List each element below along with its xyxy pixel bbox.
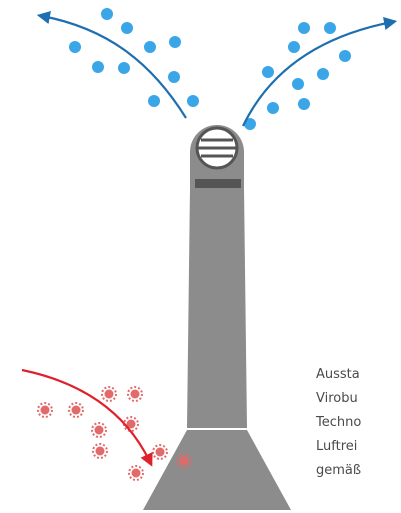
virus-icon xyxy=(69,403,83,417)
dot-icon xyxy=(187,95,199,107)
inflow-arrow xyxy=(22,370,150,462)
virus-icon xyxy=(129,466,143,480)
caption-line: Aussta xyxy=(316,363,401,387)
dot-icon xyxy=(267,102,279,114)
virus-icon xyxy=(153,445,167,459)
caption-line: Virobu xyxy=(316,387,401,411)
caption-line: gemäß xyxy=(316,459,401,483)
caption-line: Luftrei xyxy=(316,435,401,459)
virus-icon xyxy=(93,444,107,458)
dot-icon xyxy=(262,66,274,78)
dot-icon xyxy=(69,41,81,53)
virus-icon xyxy=(92,423,106,437)
dot-icon xyxy=(148,95,160,107)
dot-icon xyxy=(292,78,304,90)
caption-line: Techno xyxy=(316,411,401,435)
air-outlet-grille-icon xyxy=(197,128,237,168)
dot-icon xyxy=(339,50,351,62)
dot-icon xyxy=(324,22,336,34)
virus-icon xyxy=(102,387,116,401)
dot-icon xyxy=(168,71,180,83)
outflow-arrow-left xyxy=(42,16,186,118)
dot-icon xyxy=(144,41,156,53)
air-purifier-device xyxy=(143,125,291,510)
dot-icon xyxy=(288,41,300,53)
dot-icon xyxy=(92,61,104,73)
display-panel xyxy=(195,179,241,188)
purifier-body xyxy=(187,125,247,428)
virus-icon xyxy=(124,417,138,431)
dot-icon xyxy=(101,8,113,20)
dot-icon xyxy=(298,22,310,34)
dot-icon xyxy=(169,36,181,48)
purifier-base xyxy=(143,430,291,510)
dot-icon xyxy=(317,68,329,80)
dot-icon xyxy=(121,22,133,34)
dot-icon xyxy=(118,62,130,74)
caption-text: Aussta Virobu Techno Luftrei gemäß xyxy=(316,363,401,483)
dot-icon xyxy=(298,98,310,110)
virus-icon xyxy=(128,387,142,401)
virus-icon xyxy=(38,403,52,417)
